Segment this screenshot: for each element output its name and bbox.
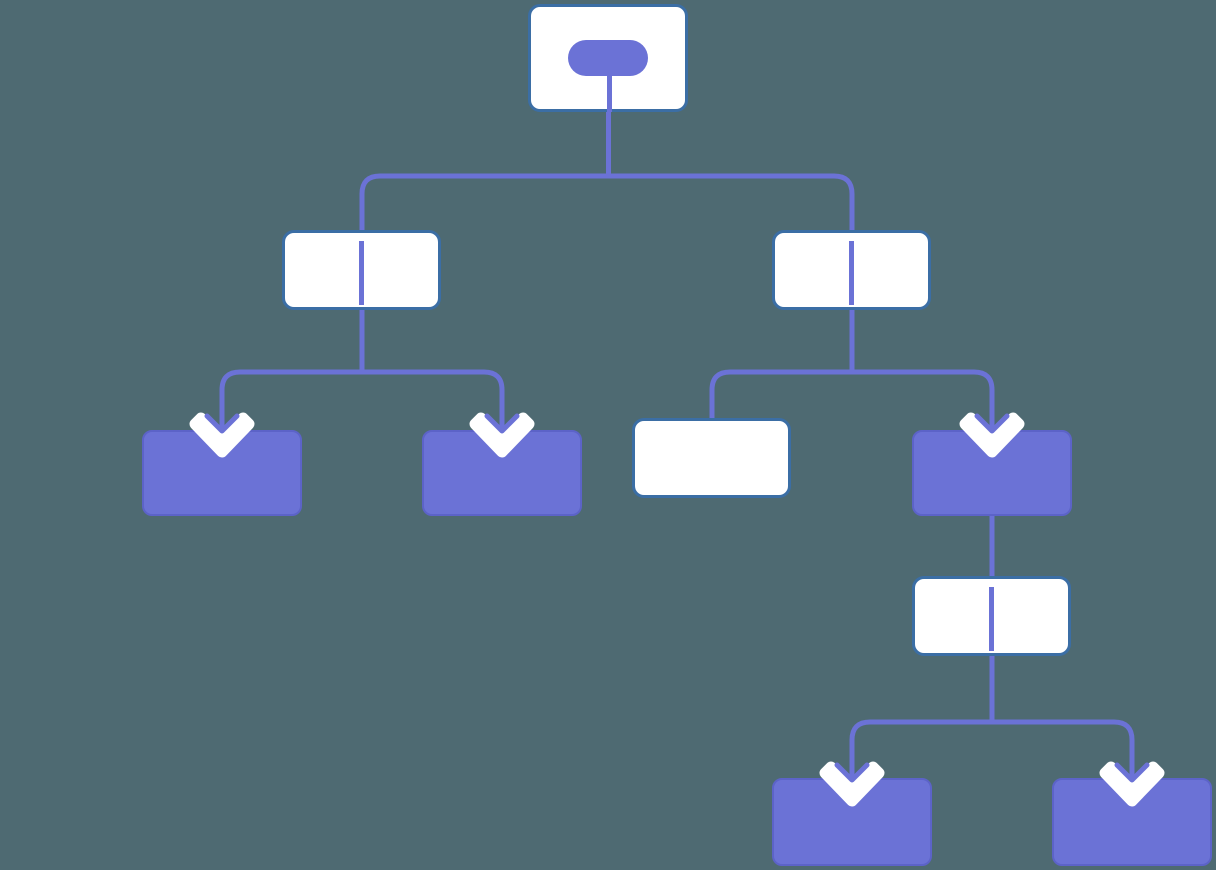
branch-node-right-passthrough: [849, 241, 854, 305]
sub-branch-node-passthrough: [989, 587, 994, 651]
terminal-node-blank[interactable]: [632, 418, 791, 498]
leaf-node-5[interactable]: [1052, 778, 1212, 866]
leaf-node-4[interactable]: [772, 778, 932, 866]
branch-node-right[interactable]: [772, 230, 931, 310]
leaf-node-3[interactable]: [912, 430, 1072, 516]
root-node[interactable]: [528, 4, 688, 112]
leaf-node-1[interactable]: [142, 430, 302, 516]
root-node-stub: [606, 70, 612, 112]
sub-branch-node[interactable]: [912, 576, 1071, 656]
branch-node-left[interactable]: [282, 230, 441, 310]
leaf-node-2[interactable]: [422, 430, 582, 516]
branch-node-left-passthrough: [359, 241, 364, 305]
